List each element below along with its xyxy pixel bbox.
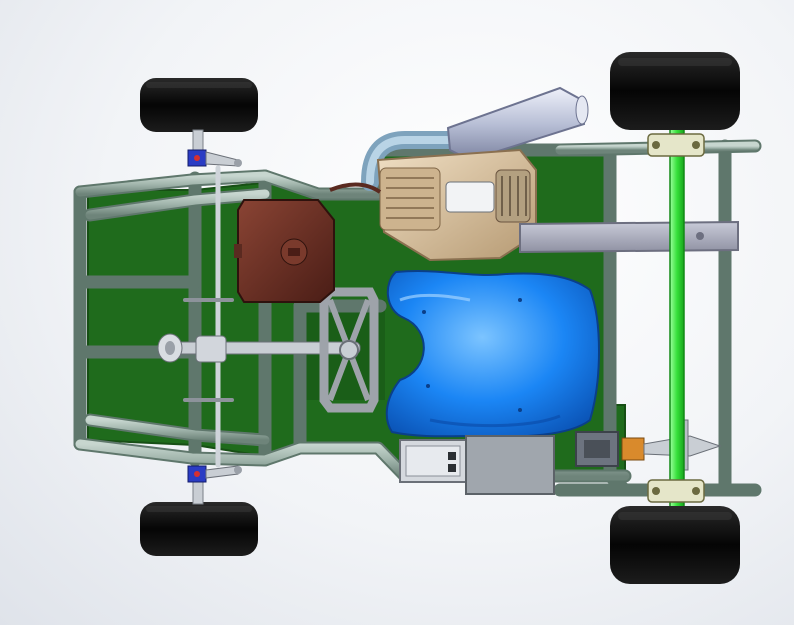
tie-rods <box>183 165 234 468</box>
rear-right-wheel[interactable] <box>610 506 740 584</box>
battery-box <box>399 435 555 495</box>
steering-wheel[interactable] <box>319 287 379 413</box>
exhaust-muffler <box>361 86 589 191</box>
fuel-tank <box>234 199 335 303</box>
front-left-wheel[interactable] <box>140 78 258 132</box>
rear-cross-plate <box>519 220 739 254</box>
front-left-spindle <box>187 129 242 167</box>
front-right-spindle <box>187 465 242 505</box>
rear-left-wheel[interactable] <box>610 52 740 130</box>
steering-column <box>157 333 361 363</box>
front-right-wheel[interactable] <box>140 502 258 556</box>
